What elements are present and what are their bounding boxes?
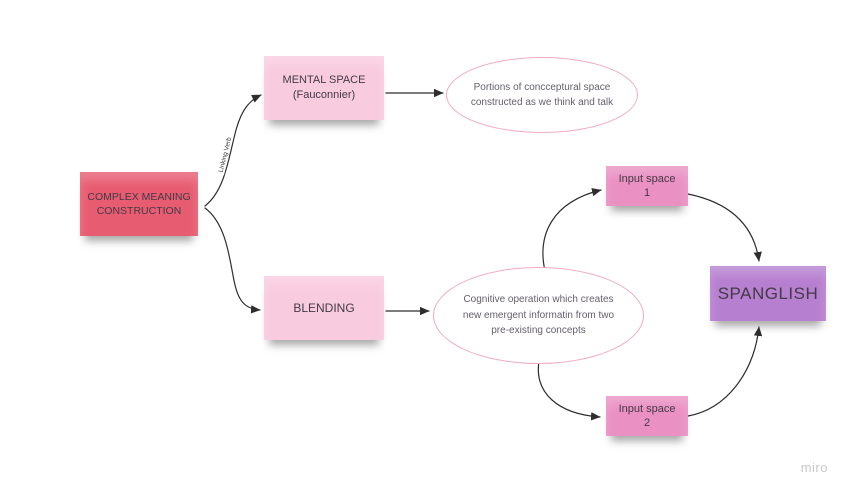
sticky-label: Input space 1 bbox=[618, 172, 676, 199]
miro-logo: miro bbox=[800, 460, 828, 475]
sticky-input-space-1[interactable]: Input space 1 bbox=[606, 166, 688, 206]
sticky-label: COMPLEX MEANING CONSTRUCTION bbox=[87, 190, 191, 217]
connector-input1-to-spanglish[interactable] bbox=[687, 193, 762, 262]
sticky-label: MENTAL SPACE (Fauconnier) bbox=[282, 74, 366, 101]
connector-text-label[interactable]: Linking Verb bbox=[217, 134, 234, 175]
connector-complex-to-blending[interactable] bbox=[204, 207, 261, 314]
connector-input2-to-spanglish[interactable] bbox=[687, 326, 763, 417]
connector-definition-to-input1[interactable] bbox=[542, 188, 602, 272]
sticky-label: Input space 2 bbox=[618, 402, 676, 429]
ellipse-blending-definition[interactable]: Cognitive operation which creates new em… bbox=[433, 267, 644, 364]
sticky-label: BLENDING bbox=[293, 301, 355, 315]
sticky-label: SPANGLISH bbox=[717, 283, 819, 303]
sticky-mental-space[interactable]: MENTAL SPACE (Fauconnier) bbox=[264, 56, 384, 120]
sticky-input-space-2[interactable]: Input space 2 bbox=[606, 396, 688, 436]
sticky-complex-meaning-construction[interactable]: COMPLEX MEANING CONSTRUCTION bbox=[80, 172, 198, 236]
sticky-blending[interactable]: BLENDING bbox=[264, 276, 384, 340]
connector-definition-to-input2[interactable] bbox=[537, 360, 601, 421]
ellipse-text: Portions of concceptural space construct… bbox=[470, 81, 614, 109]
ellipse-text: Cognitive operation which creates new em… bbox=[462, 294, 615, 337]
ellipse-mental-space-definition[interactable]: Portions of concceptural space construct… bbox=[446, 57, 638, 133]
sticky-spanglish[interactable]: SPANGLISH bbox=[710, 266, 826, 321]
connector-complex-to-mental[interactable] bbox=[204, 94, 262, 207]
